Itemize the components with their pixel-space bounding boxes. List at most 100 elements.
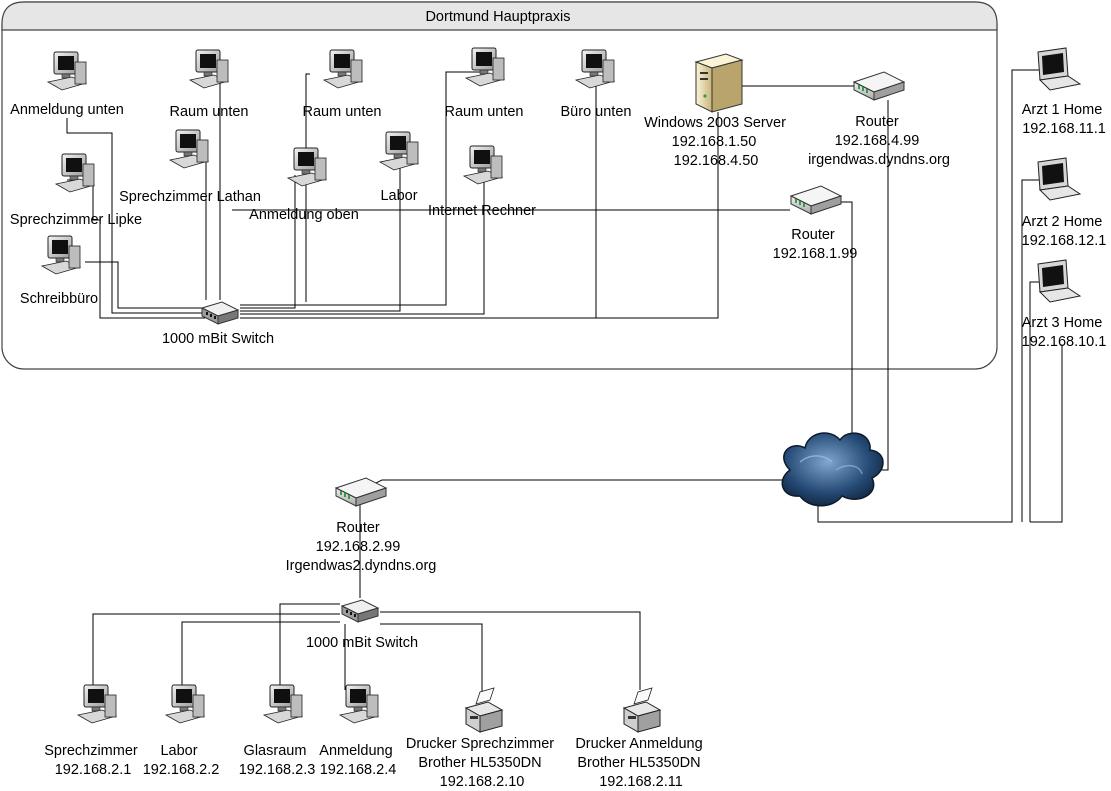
- printer-anmeldung: Drucker Anmeldung Brother HL5350DN 192.1…: [575, 687, 706, 790]
- router-2: Router 192.168.2.99 Irgendwas2.dyndns.or…: [286, 477, 437, 574]
- node-ip: 192.168.4.99: [835, 133, 920, 149]
- node-ip: 192.168.1.50: [672, 134, 757, 150]
- home-arzt-1: Arzt 1 Home 192.168.11.1: [1022, 47, 1107, 137]
- node-label: Labor: [380, 188, 417, 204]
- home-arzt-3: Arzt 3 Home 192.168.10.1: [1022, 259, 1107, 350]
- computer-icon: [575, 49, 615, 89]
- computer-icon: [55, 153, 95, 193]
- laptop-icon: [1037, 47, 1081, 91]
- workstation-sprechzimmer-lathan: Sprechzimmer Lathan: [119, 129, 261, 205]
- svg-text:Raum unten: Raum unten: [445, 104, 524, 120]
- laptop-icon: [1037, 259, 1081, 303]
- computer-icon: [263, 684, 303, 724]
- svg-text:1000 mBit Switch: 1000 mBit Switch: [162, 331, 274, 347]
- svg-text:1000 mBit Switch: 1000 mBit Switch: [306, 635, 418, 651]
- computer-icon: [189, 49, 229, 89]
- svg-text:Internet Rechner: Internet Rechner: [428, 203, 536, 219]
- svg-text:Router 192.168.2.99: Router 192.168.2.99 Irgendwas2.dyndns.or…: [286, 520, 437, 574]
- node-label: 1000 mBit Switch: [162, 331, 274, 347]
- node-label: Internet Rechner: [428, 203, 536, 219]
- svg-text:Labor 192.168.2.2: Labor 192.168.2.2: [143, 743, 220, 778]
- svg-text:Sprechzimmer Lathan: Sprechzimmer Lathan: [119, 189, 261, 205]
- node-label: Drucker Anmeldung: [575, 736, 702, 752]
- node-label: Anmeldung unten: [10, 102, 124, 118]
- workstation-sprechzimmer-lipke: Sprechzimmer Lipke: [10, 153, 142, 228]
- printer-icon: [623, 687, 661, 733]
- laptop-icon: [1037, 157, 1081, 201]
- svg-text:Anmeldung 192.168.2.4: Anmeldung 192.168.2.4: [319, 743, 396, 778]
- node-ip: 192.168.2.11: [599, 774, 683, 790]
- svg-text:Anmeldung oben: Anmeldung oben: [249, 207, 359, 223]
- node-label: 1000 mBit Switch: [306, 635, 418, 651]
- node-host: Irgendwas2.dyndns.org: [286, 558, 437, 574]
- node-ip: 192.168.4.50: [674, 153, 759, 169]
- node-ip: 192.168.12.1: [1022, 233, 1107, 249]
- workstation-buero-unten: Büro unten: [561, 49, 632, 120]
- node-label: Router: [791, 227, 835, 243]
- svg-text:Arzt 3 Home 192.168.10.1: Arzt 3 Home 192.168.10.1: [1022, 315, 1107, 350]
- node-label: Arzt 1 Home: [1022, 102, 1103, 118]
- svg-text:Arzt 1 Home 192.168.11.1: Arzt 1 Home 192.168.11.1: [1022, 102, 1107, 137]
- node-ip: 192.168.1.99: [773, 246, 858, 262]
- node-label: Schreibbüro: [20, 291, 98, 307]
- node-label: Router: [336, 520, 380, 536]
- svg-text:Büro unten: Büro unten: [561, 104, 632, 120]
- svg-text:Labor: Labor: [380, 188, 417, 204]
- home-arzt-2: Arzt 2 Home 192.168.12.1: [1022, 157, 1107, 249]
- office-title: Dortmund Hauptpraxis: [425, 9, 570, 25]
- main-switch: 1000 mBit Switch: [162, 301, 274, 347]
- node-ip: 192.168.2.3: [239, 762, 316, 778]
- node-label: Labor: [160, 743, 197, 759]
- node-label: Windows 2003 Server: [644, 115, 786, 131]
- svg-text:Windows 2003 Server 192.: Windows 2003 Server 192.168.1.50 192.168…: [644, 115, 790, 169]
- node-label: Glasraum: [244, 743, 307, 759]
- node-ip: 192.168.2.4: [320, 762, 397, 778]
- computer-icon: [339, 684, 379, 724]
- main-office-boundary: Dortmund Hauptpraxis: [1, 1, 998, 370]
- svg-text:Router 192.168.4.99: Router 192.168.4.99 irgendwas.dyndns.org: [808, 114, 950, 168]
- computer-icon: [465, 47, 505, 87]
- workstation-sprechzimmer-branch: Sprechzimmer 192.168.2.1: [44, 684, 138, 778]
- workstation-anmeldung-unten: Anmeldung unten: [10, 51, 124, 118]
- node-model: Brother HL5350DN: [418, 755, 541, 771]
- node-label: Router: [855, 114, 899, 130]
- printer-sprechzimmer: Drucker Sprechzimmer Brother HL5350DN 19…: [406, 687, 558, 790]
- workstation-anmeldung-oben: Anmeldung oben: [249, 147, 359, 223]
- server-icon: [694, 53, 744, 113]
- computer-icon: [463, 145, 503, 185]
- workstation-glasraum: Glasraum 192.168.2.3: [239, 684, 316, 778]
- svg-text:Schreibbüro: Schreibbüro: [20, 291, 98, 307]
- computer-icon: [41, 235, 81, 275]
- node-ip: 192.168.2.10: [440, 774, 525, 790]
- svg-text:Sprechzimmer Lipke: Sprechzimmer Lipke: [10, 212, 142, 228]
- router-icon: [790, 185, 842, 215]
- node-label: Arzt 3 Home: [1022, 315, 1103, 331]
- svg-text:Anmeldung unten: Anmeldung unten: [10, 102, 124, 118]
- node-label: Arzt 2 Home: [1022, 214, 1103, 230]
- node-label: Raum unten: [170, 104, 249, 120]
- node-host: irgendwas.dyndns.org: [808, 152, 950, 168]
- workstation-labor-branch: Labor 192.168.2.2: [143, 684, 220, 778]
- node-label: Raum unten: [303, 104, 382, 120]
- node-ip: 192.168.10.1: [1022, 334, 1107, 350]
- computer-icon: [47, 51, 87, 91]
- node-ip: 192.168.11.1: [1022, 121, 1106, 137]
- computer-icon: [379, 131, 419, 171]
- svg-text:Drucker Sprechzimmer Bro: Drucker Sprechzimmer Brother HL5350DN 19…: [406, 736, 558, 790]
- computer-icon: [287, 147, 327, 187]
- node-label: Anmeldung: [319, 743, 392, 759]
- workstation-internet-rechner: Internet Rechner: [428, 145, 536, 219]
- svg-text:Drucker Anmeldung Brothe: Drucker Anmeldung Brother HL5350DN 192.1…: [575, 736, 706, 790]
- node-label: Sprechzimmer: [44, 743, 138, 759]
- workstation-anmeldung-branch: Anmeldung 192.168.2.4: [319, 684, 396, 778]
- computer-icon: [323, 49, 363, 89]
- svg-text:Raum unten: Raum unten: [303, 104, 382, 120]
- node-label: Raum unten: [445, 104, 524, 120]
- cloud-icon: [781, 432, 884, 507]
- workstation-schreibbuero: Schreibbüro: [20, 235, 98, 307]
- router-icon: [853, 71, 905, 101]
- workstation-raum-unten-2: Raum unten: [303, 49, 382, 120]
- svg-text:Raum unten: Raum unten: [170, 104, 249, 120]
- workstation-raum-unten-1: Raum unten: [170, 49, 249, 120]
- computer-icon: [77, 684, 117, 724]
